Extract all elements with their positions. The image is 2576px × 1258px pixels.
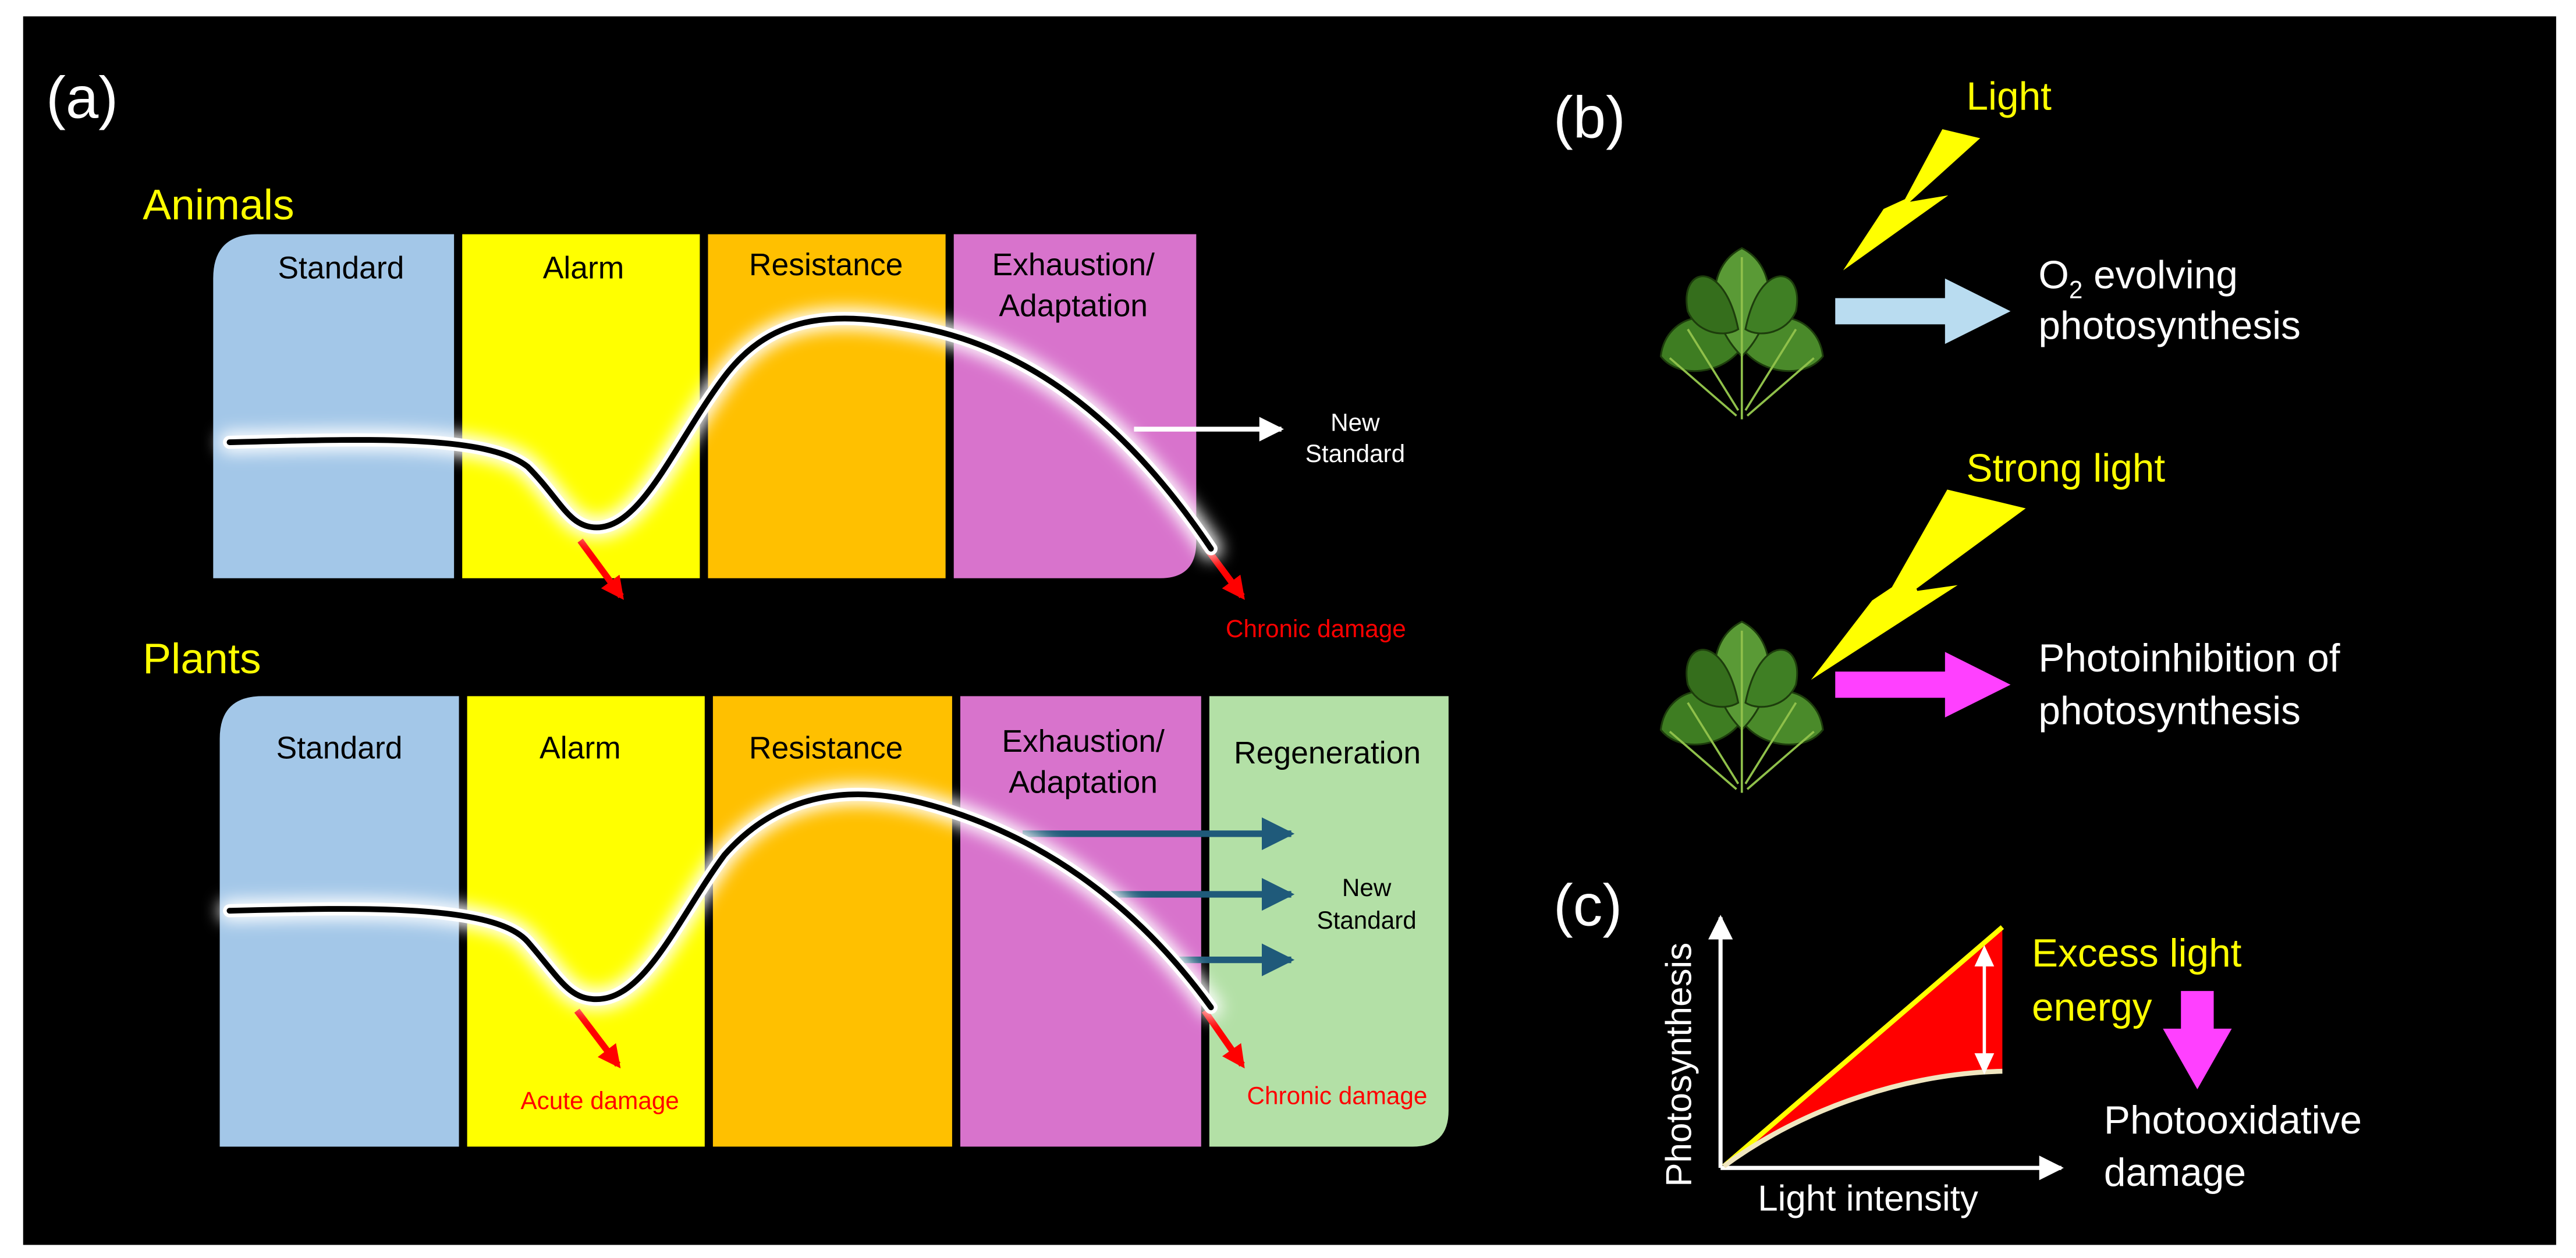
plants-phase-adaptation-label: Adaptation [1009, 766, 1158, 800]
panel-b-label: (b) [1553, 84, 1626, 150]
animals-phase-standard-label: Standard [278, 251, 404, 286]
light-response-chart: Photosynthesis Light intensity Excess li… [1659, 915, 2362, 1218]
strong-light-label: Strong light [1966, 447, 2165, 491]
damage-arrow-shaft [2181, 991, 2214, 1034]
gap-arrow-top-head [1974, 945, 1995, 966]
light-scenario: Light O2 evolving photosynthesis [1659, 75, 2301, 421]
light-label: Light [1966, 75, 2052, 119]
plants-phase-standard-label: Standard [276, 731, 403, 765]
plants-phase-regeneration-label: Regeneration [1234, 736, 1421, 770]
x-axis-label: Light intensity [1758, 1178, 1978, 1218]
plants-chronic-damage-arrow [1201, 1008, 1245, 1069]
lightning-bolt-icon [1804, 486, 2032, 686]
plants-phase-regeneration-box [1209, 696, 1449, 1147]
animals-phase-alarm-label: Alarm [543, 251, 625, 286]
plants-chronic-damage-label: Chronic damage [1247, 1082, 1428, 1109]
panel-c-label: (c) [1553, 873, 1622, 939]
excess-light-label: Excess light [2032, 932, 2242, 975]
animals-new-standard-line1: New [1330, 408, 1380, 436]
strong-light-scenario: Strong light Photoinhibition of photosyn… [1659, 447, 2340, 794]
plants-phase-resistance-box [712, 696, 952, 1147]
excess-light-label-line2: energy [2032, 986, 2152, 1029]
y-axis-label: Photosynthesis [1659, 943, 1699, 1187]
inhibition-arrow-head [1945, 652, 2011, 718]
animals-phase-adaptation-label: Adaptation [999, 289, 1148, 323]
o2-evolving-label: O2 evolving [2038, 253, 2238, 303]
plants-acute-damage-label: Acute damage [521, 1087, 679, 1114]
plants-new-standard-line2: Standard [1317, 907, 1416, 934]
potential-photosynthesis-line [1722, 925, 2004, 1168]
plants-phase-exhaustion-box [960, 696, 1201, 1147]
plants-acute-damage-arrow [574, 1008, 621, 1069]
animals-chronic-damage-label: Chronic damage [1226, 615, 1406, 642]
animals-new-standard-line2: Standard [1305, 440, 1405, 467]
animals-heading: Animals [143, 181, 294, 229]
animals-acute-damage-arrow [577, 538, 624, 600]
photooxidative-label-line2: damage [2104, 1151, 2246, 1195]
o2-arrow-head [1945, 278, 2011, 344]
damage-arrow-head [2163, 1028, 2232, 1090]
animals-phase-resistance-label: Resistance [749, 248, 903, 282]
gap-arrow-bottom-head [1974, 1053, 1995, 1075]
o2-evolving-text: evolving [2082, 253, 2238, 297]
photosynthesis-label: photosynthesis [2038, 304, 2301, 348]
animals-phase-exhaustion-label: Exhaustion/ [992, 248, 1155, 282]
plants-phase-standard-box [219, 696, 459, 1147]
plants-phase-alarm-label: Alarm [540, 731, 621, 765]
inhibition-arrow-shaft [1835, 671, 1947, 698]
plants-diagram: Plants Standard Alarm Resistance Exhaust… [143, 635, 1449, 1147]
plants-phase-resistance-label: Resistance [749, 731, 903, 765]
lightning-bolt-icon [1837, 126, 1985, 276]
photoinhibition-label: Photoinhibition of [2038, 637, 2340, 680]
photooxidative-label: Photooxidative [2104, 1099, 2362, 1142]
o2-arrow-shaft [1835, 298, 1947, 325]
plants-stress-curve [226, 791, 1214, 1011]
plants-new-standard-line1: New [1342, 874, 1392, 901]
photoinhibition-label-line2: photosynthesis [2038, 689, 2301, 733]
animals-phase-standard-box [213, 234, 455, 578]
o2-symbol: O [2038, 253, 2069, 297]
panel-a-label: (a) [46, 65, 118, 131]
animals-stress-curve [226, 315, 1214, 552]
o2-subscript: 2 [2069, 276, 2082, 303]
plants-heading: Plants [143, 635, 261, 683]
animals-phase-resistance-box [708, 234, 946, 578]
animals-diagram: Animals Standard Alarm Resistance Exhaus… [143, 181, 1406, 642]
plants-phase-exhaustion-label: Exhaustion/ [1002, 724, 1165, 759]
actual-photosynthesis-curve [1722, 1068, 2003, 1168]
